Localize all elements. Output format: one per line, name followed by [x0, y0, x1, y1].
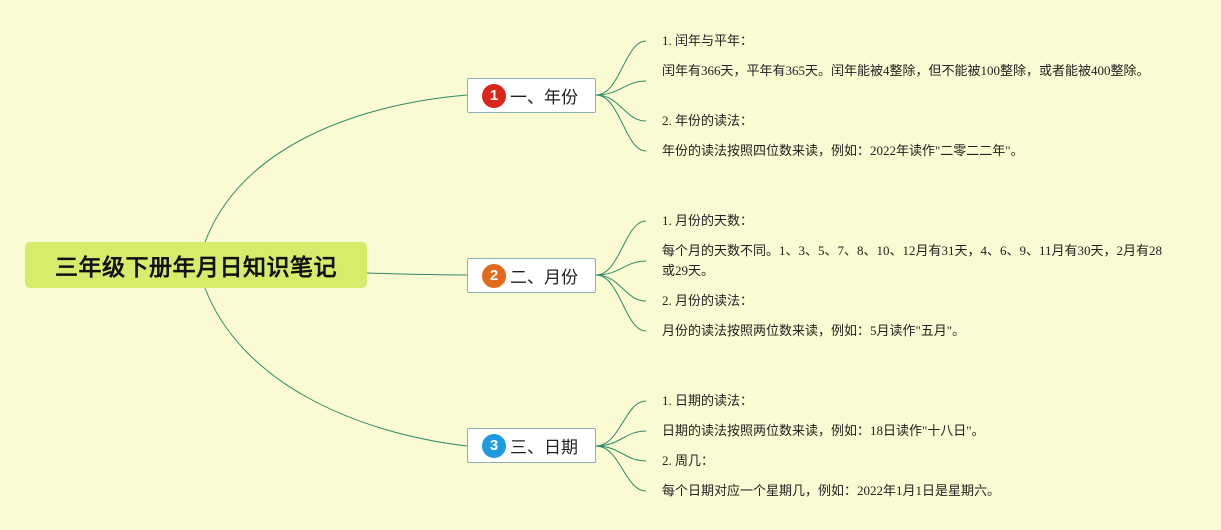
branch-2-leaf-3-line: [595, 274, 647, 302]
leaf-topic-month-days-heading[interactable]: 1. 月份的天数：: [662, 213, 754, 228]
priority-2-icon: 2: [482, 263, 506, 288]
leaf-topic-leap-year-rule[interactable]: 闰年有366天，平年有365天。闰年能被4整除，但不能被100整除，或者能被40…: [662, 63, 1150, 78]
branch-2-leaf-1-line: [595, 220, 647, 276]
branch-3-leaf-3-line: [595, 445, 647, 462]
branch-topic-label: 一、年份: [510, 88, 578, 108]
branch-1-leaf-1-line: [595, 40, 647, 96]
branch-1-leaf-4-line: [595, 94, 647, 152]
leaf-topic-weekday-rule[interactable]: 每个日期对应一个星期几，例如：2022年1月1日是星期六。: [662, 483, 1001, 498]
central-topic-label: 三年级下册年月日知识笔记: [55, 255, 337, 281]
branch-topic-date[interactable]: 3 三、日期: [467, 428, 596, 463]
leaf-topic-weekday-heading[interactable]: 2. 周几：: [662, 453, 715, 468]
branch-topic-month[interactable]: 2 二、月份: [467, 258, 596, 293]
branch-topic-label: 二、月份: [510, 268, 578, 288]
leaf-topic-month-days-rule[interactable]: 每个月的天数不同。1、3、5、7、8、10、12月有31天，4、6、9、11月有…: [662, 243, 1163, 278]
branch-3-leaf-1-line: [595, 400, 647, 447]
root-to-branch-1-line: [204, 94, 468, 243]
leaf-topic-leap-year-heading[interactable]: 1. 闰年与平年：: [662, 33, 754, 48]
central-topic[interactable]: 三年级下册年月日知识笔记: [25, 242, 367, 288]
branch-topic-label: 三、日期: [510, 438, 578, 458]
branch-2-leaf-4-line: [595, 274, 647, 332]
branch-topic-year[interactable]: 1 一、年份: [467, 78, 596, 113]
leaf-topic-month-reading-heading[interactable]: 2. 月份的读法：: [662, 293, 754, 308]
root-to-branch-3-line: [204, 287, 468, 447]
branch-3-leaf-2-line: [595, 430, 647, 447]
leaf-topic-year-reading-rule[interactable]: 年份的读法按照四位数来读，例如：2022年读作"二零二二年"。: [662, 143, 1024, 158]
leaf-topic-month-reading-rule[interactable]: 月份的读法按照两位数来读，例如：5月读作"五月"。: [662, 323, 966, 338]
leaf-topic-date-reading-rule[interactable]: 日期的读法按照两位数来读，例如：18日读作"十八日"。: [662, 423, 985, 438]
leaf-topic-date-reading-heading[interactable]: 1. 日期的读法：: [662, 393, 754, 408]
branch-2-leaf-2-line: [595, 260, 647, 276]
root-to-branch-2-line: [366, 272, 468, 276]
priority-1-icon: 1: [482, 83, 506, 108]
branch-1-leaf-3-line: [595, 94, 647, 122]
priority-3-icon: 3: [482, 433, 506, 458]
branch-1-leaf-2-line: [595, 80, 647, 96]
branch-3-leaf-4-line: [595, 445, 647, 492]
leaf-topic-year-reading-heading[interactable]: 2. 年份的读法：: [662, 113, 754, 128]
